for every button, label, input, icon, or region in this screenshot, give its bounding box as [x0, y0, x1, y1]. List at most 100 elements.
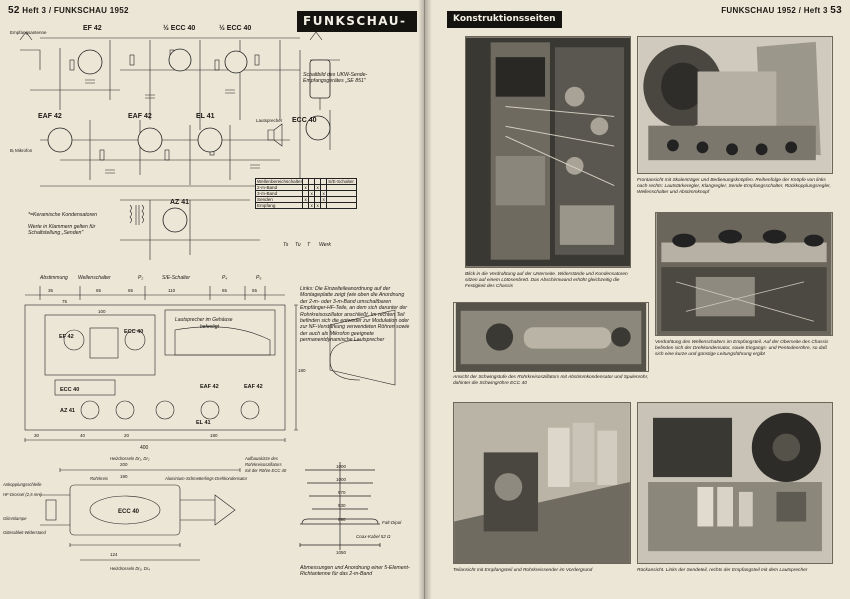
photo-rear-view — [637, 402, 833, 564]
osc-label-gitterableit: Gitterableit-Widerstand — [3, 530, 46, 535]
layout-tube-el41: EL 41 — [196, 420, 211, 426]
layout-label-wellenschalter: Wellenschalter — [78, 275, 111, 281]
right-running-head: FUNKSCHAU 1952 / Heft 3 53 — [721, 5, 842, 16]
schematic-wiring — [19, 31, 340, 260]
layout-label-p4: P₄ — [222, 275, 227, 281]
speaker-note-1: Lautsprecher im Gehäuse — [175, 317, 233, 323]
left-page: 52 Heft 3 / FUNKSCHAU 1952 FUNKSCHAU- — [0, 0, 425, 599]
switch-table-header-left: Wellenbereichschalter — [254, 178, 304, 185]
osc-label-hf-drossel: HF-Drossel (2,5 mH) — [3, 492, 42, 497]
tube-label-ef42: EF 42 — [83, 25, 102, 32]
layout-tube-ef42: EF 42 — [59, 334, 74, 340]
photo-front-view-image — [638, 37, 832, 173]
tube-label-el41: EL 41 — [196, 113, 215, 120]
dim-bottom-3: 20 — [124, 433, 130, 438]
dim-top-5: 65 — [222, 288, 228, 293]
page-gutter — [418, 0, 432, 599]
dipole-label-coax: Coax-Kabel 52 Ω — [356, 534, 391, 539]
osc-dim-124: 124 — [110, 552, 118, 557]
left-headline: FUNKSCHAU- — [297, 11, 417, 32]
tube-symbols — [47, 48, 331, 233]
right-headline: Konstruktionsseiten — [447, 11, 562, 28]
photo-oscillator — [453, 302, 649, 372]
technical-drawings: EF 42 ½ ECC 40 ½ ECC 40 EAF 42 EAF 42 EL… — [2, 24, 402, 571]
layout-label-p5: P₅ — [256, 275, 261, 281]
osc-caption-2: Rohrkreisoszillators — [245, 462, 282, 467]
label-send-antenna: Sendeantenne — [305, 28, 335, 33]
osc-label-rohrkreis: Rohrkreis — [90, 476, 109, 481]
photo-underside-wiring-image — [466, 37, 630, 267]
layout-note: Links: Die Einzelteileanordnung auf der … — [300, 286, 410, 344]
tube-label-ecc40-a: ½ ECC 40 — [163, 24, 195, 32]
dim-top-2: 65 — [96, 288, 102, 293]
left-running-head-text: Heft 3 / FUNKSCHAU 1952 — [22, 6, 129, 15]
photo-front-view — [637, 36, 833, 174]
speaker-note-2: befestigt — [200, 324, 220, 330]
switch-table-header-right: S/E-Schalter — [326, 178, 358, 185]
osc-label-ankopplung: Ankopplungsschleife — [2, 482, 42, 487]
osc-caption-3: mit der Röhre ECC 40 — [245, 468, 287, 473]
right-page: FUNKSCHAU 1952 / Heft 3 53 Konstruktions… — [425, 0, 850, 599]
caption-oscillator: Ansicht der Schwingstufe des Rohrkreisos… — [453, 375, 649, 387]
caption-underside: Blick in die Verdrahtung auf der Unterse… — [465, 272, 628, 290]
dipole-dim-2: 1000 — [336, 477, 347, 482]
layout-tube-ecc40-b: ECC 40 — [60, 387, 79, 393]
osc-dim-200: 200 — [120, 462, 128, 467]
dipole-dim-4: 930 — [338, 503, 346, 508]
photo-band-switch — [655, 212, 833, 336]
dim-bottom-2: 40 — [80, 433, 86, 438]
caption-rear: Rückansicht. Links der Sendeteil, rechts… — [637, 568, 808, 573]
osc-label-drehko: Aluminium-Schmetterlings-Drehkondensator — [164, 476, 248, 481]
dipole-antenna-drawing — [299, 462, 381, 550]
dim-top-1: 35 — [48, 288, 54, 293]
switch-row-4: Empfang — [254, 202, 304, 209]
dipole-dim-6: 1050 — [336, 550, 347, 555]
caption-partial: Teilansicht mit Empfangsteil und Rohrkre… — [453, 568, 593, 573]
legend-werk: Werk — [319, 242, 332, 248]
photo-rear-view-image — [638, 403, 832, 563]
dim-top-6: 55 — [252, 288, 258, 293]
note-values: Werte in Klammern gelten für Schaltstell… — [28, 224, 96, 237]
dim-overall: 400 — [140, 445, 149, 451]
dim-inner: 100 — [98, 309, 106, 314]
layout-tube-eaf42-a: EAF 42 — [200, 384, 219, 390]
legend-ts: Ts — [283, 242, 289, 248]
tube-label-az41: AZ 41 — [170, 199, 189, 206]
tube-label-ecc40-b: ½ ECC 40 — [219, 24, 251, 32]
osc-label-glimmlampe: Glimmlampe — [3, 516, 27, 521]
right-running-head-text: FUNKSCHAU 1952 / Heft 3 — [721, 6, 828, 15]
layout-tube-az41: AZ 41 — [60, 408, 75, 414]
dim-bottom-1: 30 — [34, 433, 40, 438]
layout-label-abstimmung: Abstimmung — [39, 275, 68, 281]
osc-label-heizdrosseln-top: Heizdrosseln Dr₁, Dr₂ — [110, 456, 150, 461]
dipole-dim-1: 1000 — [336, 464, 347, 469]
label-receive-antenna: Empfangsantenne — [10, 30, 47, 35]
legend-tu: Tu — [295, 242, 301, 248]
label-microphone: Bᵢ Mikrofon — [10, 148, 33, 153]
dipole-caption: Abmessungen und Anordnung einer 5-Elemen… — [300, 565, 410, 578]
osc-label-heizdrosseln-bottom: Heizdrosseln Dr₃, Dr₄ — [110, 566, 150, 571]
left-running-head: 52 Heft 3 / FUNKSCHAU 1952 — [8, 5, 129, 16]
schematic-diagram: EF 42 ½ ECC 40 ½ ECC 40 EAF 42 EAF 42 EL… — [2, 24, 402, 571]
legend-t: T — [307, 242, 311, 248]
right-page-number: 53 — [830, 5, 842, 16]
layout-tube-eaf42-b: EAF 42 — [244, 384, 263, 390]
left-page-number: 52 — [8, 5, 20, 16]
osc-tube-ecc40: ECC 40 — [118, 509, 140, 515]
osc-dim-190: 190 — [120, 474, 128, 479]
dim-top-3: 65 — [128, 288, 134, 293]
dipole-dim-5: 690 — [338, 517, 346, 522]
layout-tube-ecc40-a: ECC 40 — [124, 329, 143, 335]
dipole-dim-3: 970 — [338, 490, 346, 495]
tube-label-eaf42-b: EAF 42 — [128, 113, 152, 120]
osc-caption-1: Aufbauskizze des — [244, 456, 279, 461]
layout-label-p2: P₂ — [138, 275, 143, 281]
layout-label-se-schalter: S/E-Schalter — [162, 275, 190, 281]
dim-bottom-4: 180 — [210, 433, 218, 438]
dipole-label-falt: Falt-Dipol — [382, 520, 402, 525]
schematic-caption: Schaltbild des UKW-Sende-Empfangsgerätes… — [303, 72, 368, 85]
oscillator-drawing — [40, 468, 241, 561]
tube-label-eaf42-a: EAF 42 — [38, 113, 62, 120]
caption-front: Frontansicht mit Skalenträger und Bedien… — [637, 178, 831, 196]
